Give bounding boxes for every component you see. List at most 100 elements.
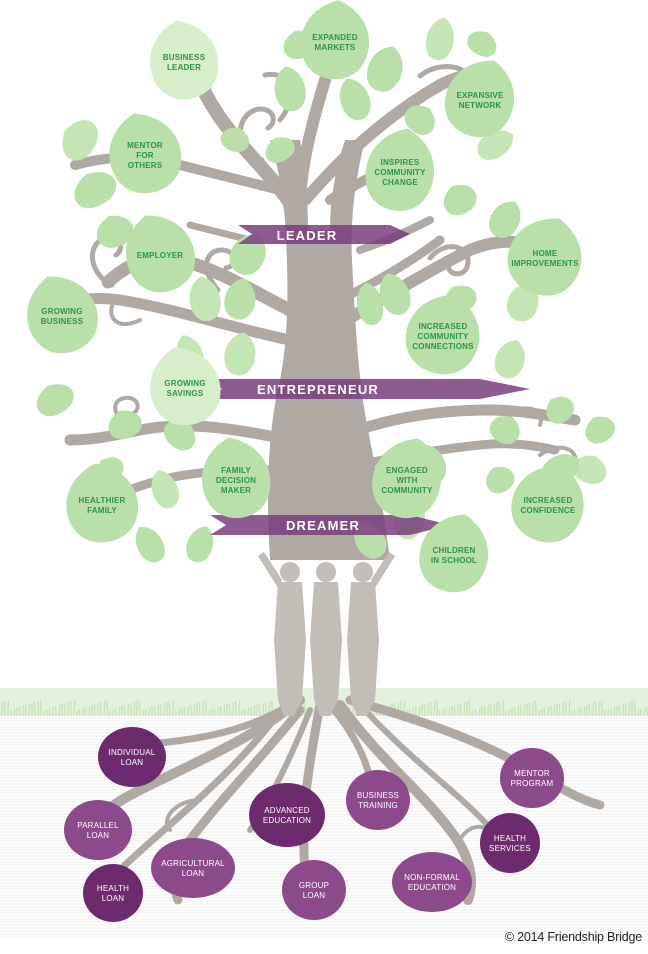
decorative-leaf xyxy=(265,137,295,163)
decorative-leaf xyxy=(585,416,615,444)
decorative-leaf xyxy=(404,105,435,135)
leaf-label: INCREASED xyxy=(419,322,468,331)
leaf-label: WITH xyxy=(396,476,417,485)
root-label: HEALTH xyxy=(97,884,129,893)
root-label: EDUCATION xyxy=(263,816,311,825)
leaf-label: DECISION xyxy=(216,476,256,485)
decorative-leaf xyxy=(96,215,134,248)
decorative-leaf xyxy=(36,384,74,417)
root-label: HEALTH xyxy=(494,834,526,843)
decorative-leaf xyxy=(443,184,477,216)
decorative-leaf xyxy=(186,526,214,563)
leaf-label: ENGAGED xyxy=(386,466,428,475)
leaf-label: SAVINGS xyxy=(167,389,204,398)
decorative-leaf xyxy=(366,46,403,92)
women-silhouettes xyxy=(258,552,395,716)
leaf-label: FOR xyxy=(136,151,154,160)
decorative-leaf xyxy=(486,466,515,494)
root-label: ADVANCED xyxy=(264,806,309,815)
decorative-leaf xyxy=(546,396,575,424)
leaf-label: MARKETS xyxy=(315,43,356,52)
decorative-leaf xyxy=(108,410,142,440)
root-label: SERVICES xyxy=(489,844,531,853)
leaf-label: CHANGE xyxy=(382,178,418,187)
decorative-leaf xyxy=(489,416,520,445)
copyright-notice: © 2014 Friendship Bridge xyxy=(504,930,642,944)
leaf-label: GROWING xyxy=(164,379,205,388)
decorative-leaf xyxy=(467,31,497,57)
leaf-label: LEADER xyxy=(167,63,201,72)
root-label: PARALLEL xyxy=(77,821,119,830)
leaf-label: MAKER xyxy=(221,486,251,495)
leaf-label: OTHERS xyxy=(128,161,163,170)
root-label: MENTOR xyxy=(514,769,550,778)
leaf-label: IN SCHOOL xyxy=(431,556,477,565)
decorative-leaf xyxy=(189,276,221,322)
decorative-leaf xyxy=(74,172,117,209)
decorative-leaf xyxy=(426,17,454,61)
root-label: LOAN xyxy=(121,758,144,767)
decorative-leaf xyxy=(379,273,411,315)
leaf-label: EXPANDED xyxy=(312,33,357,42)
leaf-label: COMMUNITY xyxy=(374,168,426,177)
root-label: EDUCATION xyxy=(408,883,456,892)
decorative-leaf xyxy=(135,526,165,563)
root-label: LOAN xyxy=(87,831,110,840)
leaf-label: BUSINESS xyxy=(41,317,84,326)
decorative-leaf xyxy=(488,201,521,238)
root-label: INDIVIDUAL xyxy=(109,748,156,757)
leaf-label: HOME xyxy=(533,249,558,258)
root-label: TRAINING xyxy=(358,801,398,810)
leaf-label: NETWORK xyxy=(459,101,502,110)
leaf-label: EXPANSIVE xyxy=(457,91,504,100)
decorative-leaf xyxy=(573,455,607,485)
decorative-leaf xyxy=(229,234,266,275)
leaf-label: GROWING xyxy=(41,307,82,316)
leaf-label: COMMUNITY xyxy=(417,332,469,341)
decorative-leaf xyxy=(477,130,514,160)
decorative-leaf xyxy=(62,120,98,161)
leaf-label: FAMILY xyxy=(87,506,117,515)
root-label: AGRICULTURAL xyxy=(161,859,225,868)
stage-band-dreamer: DREAMER xyxy=(210,515,450,535)
decorative-leaf xyxy=(274,66,306,112)
leaf-label: FAMILY xyxy=(221,466,251,475)
stage-band-entrepreneur: ENTREPRENEUR xyxy=(205,379,530,399)
root-label: PROGRAM xyxy=(511,779,554,788)
decorative-leaf xyxy=(494,340,525,379)
leaf-employer: EMPLOYER xyxy=(125,215,196,293)
leaf-label: IMPROVEMENTS xyxy=(511,259,579,268)
decorative-leaf xyxy=(506,283,539,322)
root-label: GROUP xyxy=(299,881,329,890)
root-label: LOAN xyxy=(182,869,205,878)
decorative-leaf xyxy=(224,332,256,376)
root-label: BUSINESS xyxy=(357,791,399,800)
leaf-label: HEALTHIER xyxy=(79,496,126,505)
leaf-label: CHILDREN xyxy=(433,546,476,555)
decorative-leaf xyxy=(357,282,384,326)
stage-label-dreamer: DREAMER xyxy=(286,518,360,533)
decorative-leaf xyxy=(220,127,250,153)
